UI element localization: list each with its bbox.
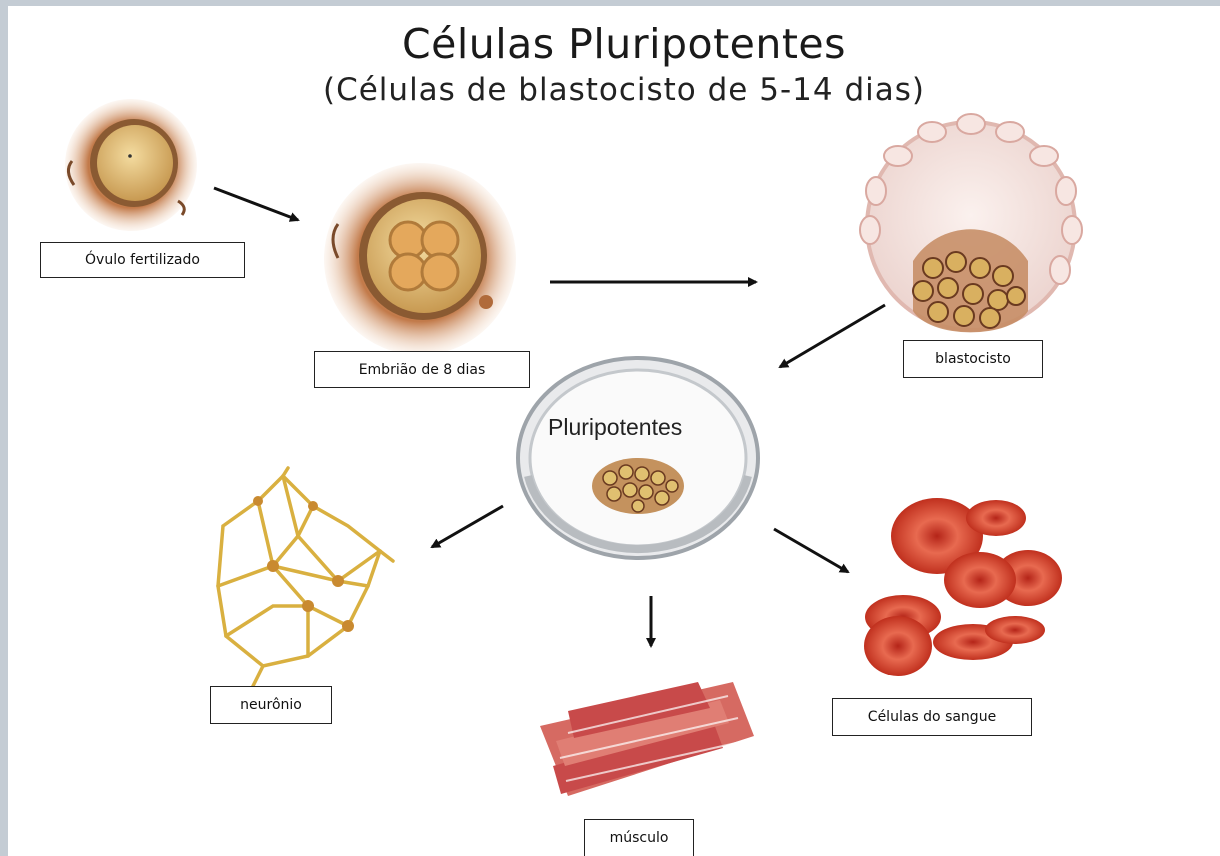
arrow-dish-to-neuron bbox=[432, 506, 503, 547]
arrow-egg-to-embryo bbox=[214, 188, 298, 220]
label-celulas-sangue: Células do sangue bbox=[832, 698, 1032, 736]
muscle-illustration bbox=[540, 682, 754, 796]
label-musculo: músculo bbox=[584, 819, 694, 856]
diagram-slide: Células Pluripotentes (Células de blasto… bbox=[8, 6, 1220, 856]
label-blastocisto: blastocisto bbox=[903, 340, 1043, 378]
petri-dish-illustration bbox=[518, 358, 758, 558]
label-ovulo-fertilizado: Óvulo fertilizado bbox=[40, 242, 245, 278]
pluripotent-cell-cluster bbox=[592, 458, 684, 514]
blastocyst-illustration bbox=[860, 114, 1082, 332]
label-neuronio: neurônio bbox=[210, 686, 332, 724]
dish-label: Pluripotentes bbox=[548, 414, 748, 441]
arrow-blastocyst-to-dish bbox=[780, 305, 885, 367]
blood-cells-illustration bbox=[864, 498, 1062, 676]
label-embriao: Embrião de 8 dias bbox=[314, 351, 530, 388]
fertilized-egg-illustration bbox=[65, 99, 197, 231]
neuron-illustration bbox=[218, 468, 393, 686]
embryo-illustration bbox=[324, 163, 516, 355]
arrow-dish-to-blood bbox=[774, 529, 848, 572]
